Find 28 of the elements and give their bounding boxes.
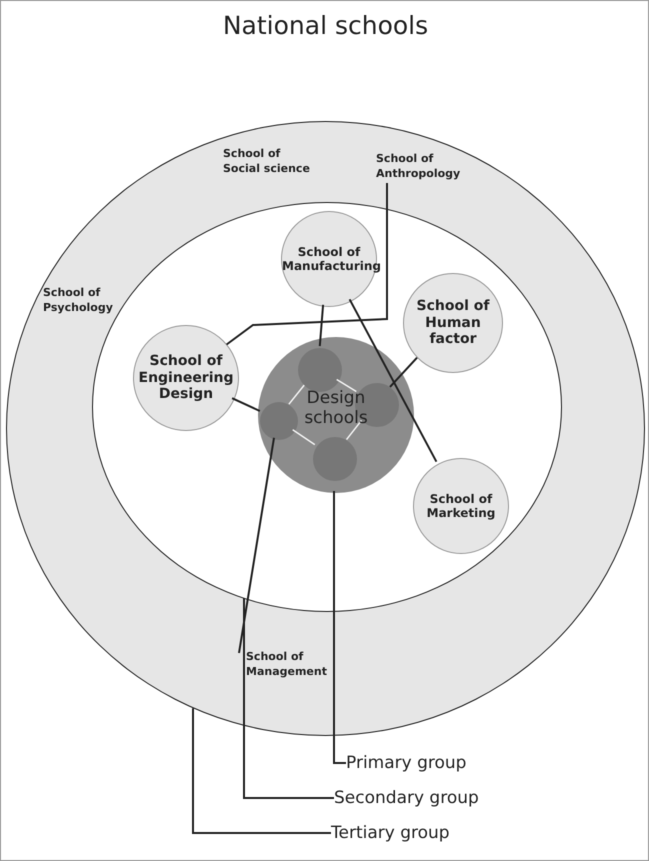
core-name: Design schools [303, 388, 369, 428]
connector-line [226, 183, 388, 346]
small-circle [260, 402, 298, 440]
group-label: Tertiary group [331, 821, 501, 845]
connector-line [318, 304, 324, 346]
school-name: School of Marketing [426, 492, 496, 520]
connector-line [292, 429, 316, 446]
school-label: School of Management [246, 648, 350, 682]
leader-line [333, 491, 346, 764]
school-name: School of Human factor [416, 298, 491, 348]
connector-line [238, 438, 275, 654]
leader-line [192, 708, 331, 834]
small-circle [298, 348, 342, 392]
school-name: School of Engineering Design [138, 352, 234, 404]
connector-line [348, 298, 438, 462]
connector-line [346, 420, 362, 440]
connector-line [232, 397, 260, 412]
leader-line [243, 598, 334, 799]
school-label: School of Psychology [43, 286, 114, 316]
connector-line [288, 384, 305, 405]
group-label: Secondary group [334, 786, 514, 810]
diagram-title: National schools [222, 11, 430, 40]
small-circle [313, 437, 357, 481]
connector-line [389, 357, 418, 388]
school-label: School of Anthropology [376, 150, 464, 184]
group-label: Primary group [346, 751, 506, 775]
school-label: School of Social science [223, 147, 311, 177]
connector-line [336, 378, 357, 392]
